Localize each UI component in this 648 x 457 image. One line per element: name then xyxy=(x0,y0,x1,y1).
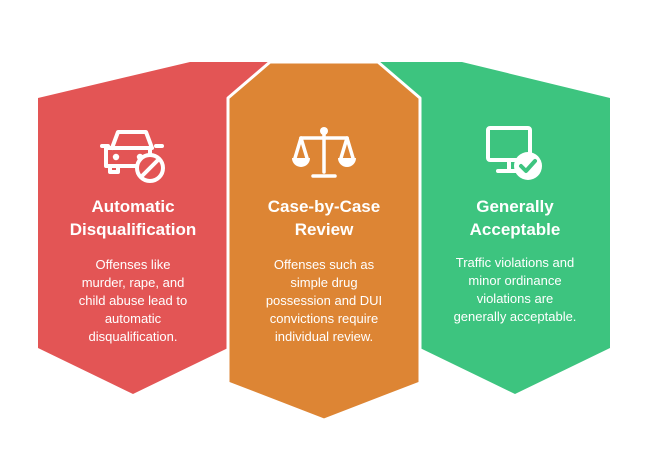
card-description-line: Offenses like xyxy=(95,257,171,272)
card-description: Traffic violations and minor ordinance v… xyxy=(420,254,610,326)
card-description-line: possession and DUI xyxy=(265,293,383,308)
card-shape-generally-acceptable xyxy=(378,62,610,394)
card-description-line: minor ordinance xyxy=(468,273,562,288)
card-description-line: individual review. xyxy=(274,329,374,344)
card-description-line: simple drug xyxy=(290,275,358,290)
card-title: Case-by-Case Review xyxy=(228,195,420,241)
card-description-line: Traffic violations and xyxy=(455,255,575,270)
card-description: Offenses such as simple drug possession … xyxy=(228,256,420,346)
card-description-line: Offenses such as xyxy=(273,257,375,272)
card-title-line: Generally xyxy=(476,197,554,216)
card-description-line: child abuse lead to xyxy=(78,293,188,308)
card-description-line: violations are xyxy=(476,291,554,306)
monitor-check-icon xyxy=(420,122,610,184)
card-shape-case-by-case-review xyxy=(226,60,422,422)
card-title: Generally Acceptable xyxy=(420,195,610,241)
card-title-line: Automatic xyxy=(91,197,175,216)
card-description-line: generally acceptable. xyxy=(453,309,577,324)
card-title-line: Review xyxy=(294,220,354,239)
card-shape-automatic-disqualification xyxy=(38,62,270,394)
card-title-line: Acceptable xyxy=(469,220,561,239)
card-description-line: murder, rape, and xyxy=(81,275,185,290)
card-description: Offenses like murder, rape, and child ab… xyxy=(38,256,228,346)
card-title: Automatic Disqualification xyxy=(38,195,228,241)
card-description-line: convictions require xyxy=(269,311,379,326)
car-prohibited-icon xyxy=(38,122,228,184)
card-description-line: automatic xyxy=(104,311,162,326)
scales-icon xyxy=(228,122,420,184)
card-title-line: Disqualification xyxy=(69,220,197,239)
card-description-line: disqualification. xyxy=(88,329,178,344)
card-title-line: Case-by-Case xyxy=(267,197,381,216)
